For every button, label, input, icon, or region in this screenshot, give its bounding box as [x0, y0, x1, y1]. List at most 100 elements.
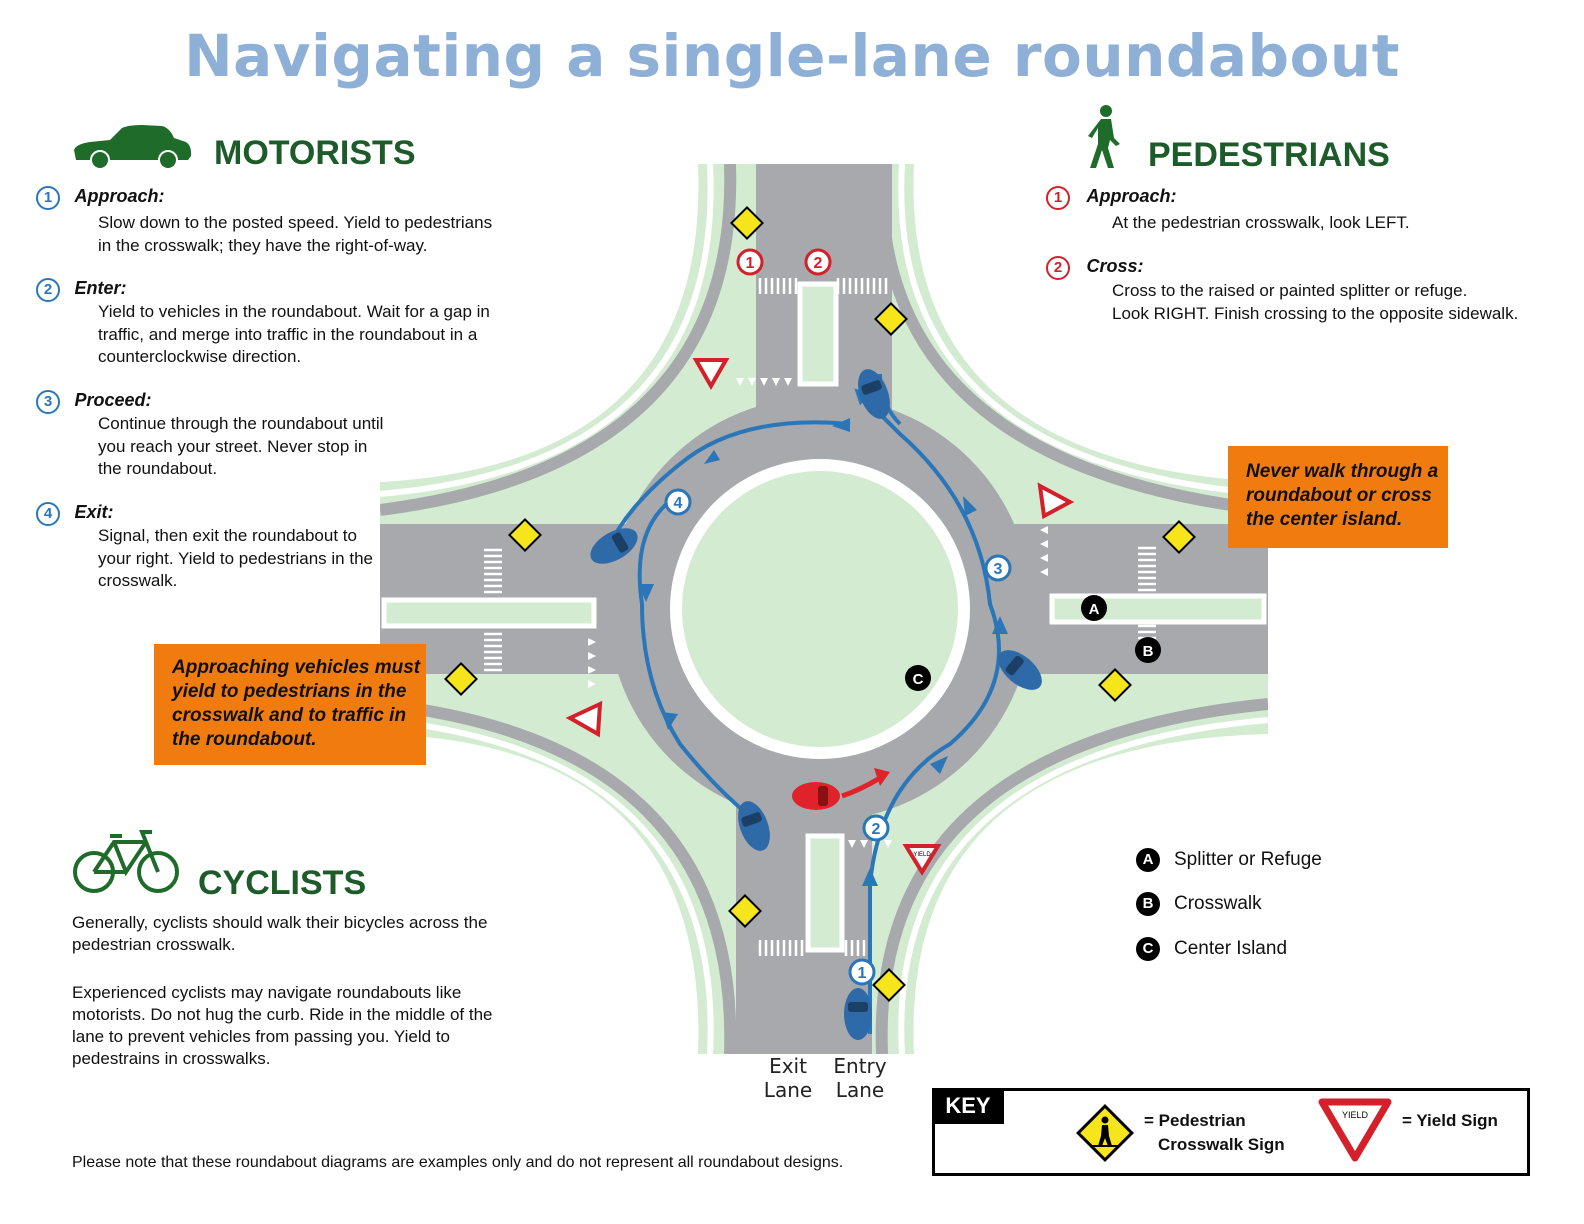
step-number: 2: [1046, 256, 1070, 280]
text-line: motorists. Do not hug the curb. Ride in …: [72, 1005, 493, 1024]
text-line: Approaching vehicles must: [172, 657, 421, 678]
text-line: Entry: [833, 1054, 887, 1078]
legend-label: Crosswalk: [1174, 893, 1262, 915]
ped-marker-2: 2: [804, 248, 832, 276]
text-line: Signal, then exit the roundabout to: [98, 526, 357, 545]
text-line: in the crosswalk; they have the right-of…: [98, 235, 428, 255]
red-car: [792, 782, 840, 810]
text-line: Generally, cyclists should walk their bi…: [72, 913, 488, 932]
text-line: Experienced cyclists may navigate rounda…: [72, 983, 462, 1002]
text-line: the roundabout.: [172, 729, 317, 750]
text-line: the center island.: [1246, 509, 1403, 530]
motorist-step-3: 3 Proceed:: [36, 390, 151, 414]
legend-letter: C: [1136, 937, 1160, 961]
text-line: At the pedestrian crosswalk, look LEFT.: [1112, 213, 1410, 232]
path-arrows: [638, 418, 1008, 886]
ped-crosswalk-sign-icon: [872, 968, 906, 1002]
text-line: you reach your street. Never stop in: [98, 436, 368, 456]
key-label: KEY: [932, 1088, 1004, 1124]
bicycle-icon: [73, 830, 179, 893]
motorist-step-1: 1 Approach:: [36, 186, 164, 210]
yield-sign-icon: [565, 700, 603, 738]
south-splitter: [805, 833, 845, 953]
yield-sign-icon: [1037, 482, 1075, 520]
motorist-step-4-text: Signal, then exit the roundabout to your…: [98, 525, 373, 593]
step-marker-text: 2: [872, 821, 881, 838]
step-title: Enter:: [74, 278, 127, 298]
ped-crosswalk-sign-icon: [874, 302, 908, 336]
label-a: A: [1081, 595, 1107, 621]
label-b: B: [1135, 637, 1161, 663]
text-line: Yield to vehicles in the roundabout. Wai…: [98, 302, 490, 321]
blue-car: [998, 650, 1042, 690]
text-line: Continue through the roundabout until: [98, 414, 384, 433]
blue-car: [590, 528, 638, 564]
key-yield-text: = Yield Sign: [1402, 1111, 1498, 1130]
motorist-step-4: 4 Exit:: [36, 502, 113, 526]
cyclists-paragraph-1: Generally, cyclists should walk their bi…: [72, 912, 487, 956]
page-title: Navigating a single-lane roundabout: [184, 22, 1400, 90]
ped-crosswalk-sign-icon: [444, 662, 478, 696]
text-line: Look RIGHT. Finish crossing to the oppos…: [1112, 303, 1519, 323]
legend-letter: B: [1136, 892, 1160, 916]
ped-crosswalk-sign-icon: [1098, 668, 1132, 702]
pedestrian-warning-callout: Never walk through a roundabout or cross…: [1228, 446, 1448, 548]
step-number: 4: [36, 502, 60, 526]
step-number: 1: [36, 186, 60, 210]
west-splitter: [381, 597, 597, 629]
ped-crosswalk-sign-icon: [508, 518, 542, 552]
step-title: Cross:: [1086, 256, 1144, 276]
step-marker-text: 1: [858, 965, 867, 982]
marker-step-2: 2: [862, 814, 890, 842]
motorist-step-2: 2 Enter:: [36, 278, 126, 302]
center-island: [682, 471, 958, 747]
red-arrow: [841, 775, 882, 799]
text-line: Never walk through a: [1246, 461, 1439, 482]
entry-lane-label: Entry Lane: [824, 1054, 896, 1102]
yield-sign-icon: [692, 358, 730, 391]
roundabout-diagram: 1 2 3 4 1 2 A B C YIELD: [380, 164, 1268, 1054]
marker-step-1: 1: [848, 958, 876, 986]
legend-letter: A: [1136, 848, 1160, 872]
ped-marker-1: 1: [736, 248, 764, 276]
yield-sign-key-icon: YIELD: [1318, 1098, 1392, 1162]
text-line: your right. Yield to pedestrians in the: [98, 548, 373, 568]
text-line: pedestrains in crosswalks.: [72, 1049, 271, 1068]
step-title: Proceed:: [74, 390, 152, 410]
step-number: 2: [36, 278, 60, 302]
text-line: Lane: [763, 1078, 813, 1102]
footnote: Please note that these roundabout diagra…: [72, 1154, 844, 1171]
pedestrian-icon: [1088, 105, 1120, 168]
text-line: Exit: [769, 1054, 807, 1078]
blue-car: [858, 369, 890, 419]
text-line: the roundabout.: [98, 459, 218, 478]
ped-crosswalk-sign-icon: [730, 206, 764, 240]
car-icon: [74, 125, 192, 170]
vehicle-warning-callout: Approaching vehicles must yield to pedes…: [154, 644, 426, 765]
pedestrians-heading: PEDESTRIANS: [1148, 136, 1390, 174]
text-line: Slow down to the posted speed. Yield to …: [98, 213, 493, 232]
text-line: pedestrian crosswalk.: [72, 935, 236, 954]
cyclists-heading: CYCLISTS: [198, 864, 367, 902]
motorist-step-2-text: Yield to vehicles in the roundabout. Wai…: [98, 301, 490, 369]
step-number: 1: [1046, 186, 1070, 210]
text-line: traffic, and merge into traffic in the r…: [98, 324, 478, 344]
marker-step-4: 4: [664, 488, 692, 516]
point-label-text: C: [913, 671, 924, 688]
key-box: [932, 1088, 1530, 1176]
blue-car: [844, 988, 872, 1040]
pedestrian-step-2-text: Cross to the raised or painted splitter …: [1112, 280, 1518, 325]
step-marker-text: 4: [674, 495, 683, 512]
text-line: Cross to the raised or painted splitter …: [1112, 281, 1468, 300]
point-label-text: B: [1143, 643, 1154, 660]
key-ped-sign-text: = Pedestrian Crosswalk Sign: [1144, 1109, 1285, 1157]
text-line: Crosswalk Sign: [1158, 1135, 1285, 1154]
ped-crosswalk-sign-icon: [1162, 520, 1196, 554]
text-line: yield to pedestrians in the: [172, 681, 407, 702]
motorist-step-3-text: Continue through the roundabout until yo…: [98, 413, 383, 481]
label-c: C: [905, 665, 931, 691]
ped-crosswalk-sign-icon: [728, 894, 762, 928]
ped-marker-text: 1: [746, 255, 755, 272]
